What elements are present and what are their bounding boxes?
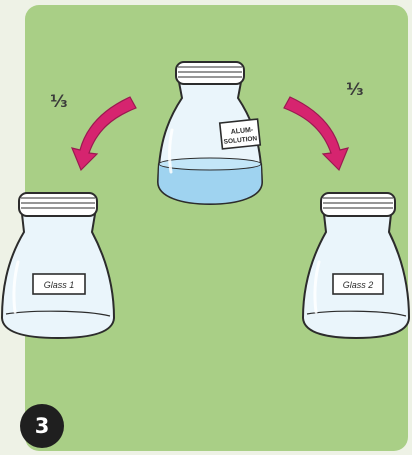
step-number-badge: 3 [20, 404, 64, 448]
curved-arrow-right-icon [284, 97, 348, 170]
glass-2-jar: Glass 2 [303, 193, 409, 338]
glass-1-jar: Glass 1 [2, 193, 114, 338]
alum-solution-jar: ALUM- SOLUTION [158, 62, 262, 204]
fraction-left-label: ¹⁄₃ [50, 92, 68, 112]
fraction-right-label: ¹⁄₃ [346, 80, 364, 100]
glass-2-label: Glass 2 [343, 280, 374, 290]
curved-arrow-left-icon [72, 97, 136, 170]
glass-1-label: Glass 1 [44, 280, 75, 290]
